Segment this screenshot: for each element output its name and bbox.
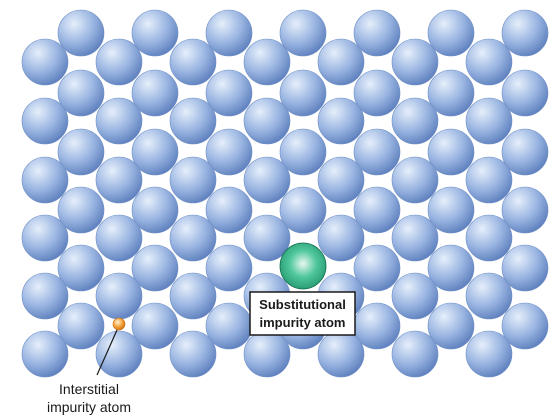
host-atom: [317, 97, 365, 145]
host-atom: [243, 38, 291, 86]
host-atom: [57, 186, 105, 234]
host-atom: [501, 302, 549, 350]
host-atom: [243, 156, 291, 204]
host-atom: [279, 69, 327, 117]
host-atom: [391, 214, 439, 262]
host-atom: [95, 38, 143, 86]
host-atom: [353, 69, 401, 117]
host-atom: [317, 330, 365, 378]
host-atom: [427, 302, 475, 350]
substitutional-impurity-atom: [279, 242, 327, 290]
host-atom: [465, 156, 513, 204]
host-atom: [353, 128, 401, 176]
host-atom: [391, 38, 439, 86]
host-atom: [391, 97, 439, 145]
host-atom: [131, 244, 179, 292]
host-atom: [279, 128, 327, 176]
host-atom: [21, 330, 69, 378]
substitutional-label: Substitutional impurity atom: [249, 291, 356, 336]
host-atom: [465, 272, 513, 320]
host-atom: [427, 69, 475, 117]
host-atom: [57, 69, 105, 117]
host-atom: [501, 69, 549, 117]
host-atom: [169, 214, 217, 262]
host-atom: [279, 186, 327, 234]
host-atom: [169, 38, 217, 86]
host-atom: [317, 38, 365, 86]
host-atom: [131, 186, 179, 234]
host-atom: [205, 9, 253, 57]
host-atom: [243, 330, 291, 378]
host-atom: [465, 38, 513, 86]
host-atom: [131, 128, 179, 176]
host-atom: [169, 97, 217, 145]
host-atom: [427, 9, 475, 57]
host-atom: [57, 244, 105, 292]
host-atom: [21, 272, 69, 320]
host-atom: [169, 330, 217, 378]
host-atom: [21, 38, 69, 86]
host-atom: [501, 186, 549, 234]
host-atom: [95, 330, 143, 378]
interstitial-leader-line: [96, 329, 118, 376]
host-atom: [353, 186, 401, 234]
host-atom: [57, 302, 105, 350]
host-atom: [131, 9, 179, 57]
host-atom: [391, 330, 439, 378]
host-atom: [205, 69, 253, 117]
host-atom: [21, 156, 69, 204]
host-atom: [501, 244, 549, 292]
host-atom: [95, 156, 143, 204]
host-atom: [391, 272, 439, 320]
host-atom: [427, 186, 475, 234]
host-atom: [427, 244, 475, 292]
host-atom: [21, 97, 69, 145]
host-atom: [95, 97, 143, 145]
host-atom: [131, 69, 179, 117]
host-atoms-layer: [21, 9, 549, 378]
host-atom: [205, 244, 253, 292]
host-atom: [465, 214, 513, 262]
interstitial-label: Interstitial impurity atom: [47, 381, 131, 415]
host-atom: [501, 128, 549, 176]
host-atom: [279, 9, 327, 57]
host-atom: [205, 128, 253, 176]
host-atom: [317, 214, 365, 262]
host-atom: [391, 156, 439, 204]
host-atom: [57, 128, 105, 176]
interstitial-label-line1: Interstitial: [59, 381, 119, 397]
host-atom: [205, 186, 253, 234]
host-atom: [465, 97, 513, 145]
host-atom: [317, 156, 365, 204]
substitutional-label-box: [249, 291, 356, 336]
host-atom: [501, 9, 549, 57]
interstitial-impurity-atom: [112, 317, 126, 331]
host-atom: [353, 9, 401, 57]
substitutional-label-line2: impurity atom: [260, 315, 346, 330]
host-atom: [131, 302, 179, 350]
host-atom: [21, 214, 69, 262]
host-atom: [353, 244, 401, 292]
host-atom: [427, 128, 475, 176]
host-atom: [57, 9, 105, 57]
substitutional-label-line1: Substitutional: [259, 297, 346, 312]
host-atom: [169, 156, 217, 204]
host-atom: [169, 272, 217, 320]
host-atom: [243, 214, 291, 262]
host-atom: [465, 330, 513, 378]
host-atom: [243, 97, 291, 145]
host-atom: [95, 272, 143, 320]
interstitial-label-line2: impurity atom: [47, 399, 131, 415]
host-atom: [95, 214, 143, 262]
